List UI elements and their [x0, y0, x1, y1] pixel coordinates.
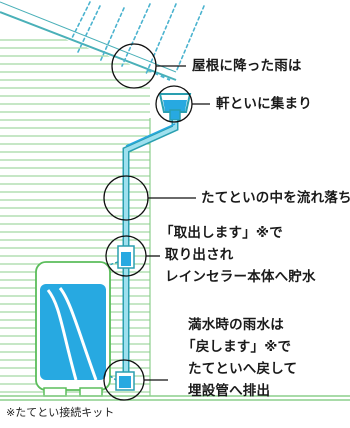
eave-gutter: [158, 93, 192, 121]
label-full-2: 「戻します」※で: [182, 339, 292, 355]
roof: [0, 0, 177, 82]
callouts: [103, 43, 210, 401]
label-extract-2: 取り出され: [165, 247, 234, 263]
label-full-4: 埋設管へ排出: [188, 383, 271, 399]
label-full-3: たてといへ戻して: [188, 361, 298, 377]
label-downspout: たてといの中を流れ落ち: [201, 190, 350, 206]
rain-tank: [35, 261, 111, 397]
label-extract-1: 「取出します」※で: [160, 225, 283, 241]
rain-streaks: [71, 1, 205, 75]
label-full-1: 満水時の雨水は: [188, 317, 284, 333]
label-gutter: 軒といに集まり: [216, 96, 312, 112]
label-extract-3: レインセラー本体へ貯水: [165, 269, 316, 285]
return-joint: [109, 371, 135, 391]
footnote: ※たてとい接続キット: [6, 406, 115, 419]
ground: [0, 395, 350, 401]
label-roof: 屋根に降った雨は: [192, 58, 302, 74]
